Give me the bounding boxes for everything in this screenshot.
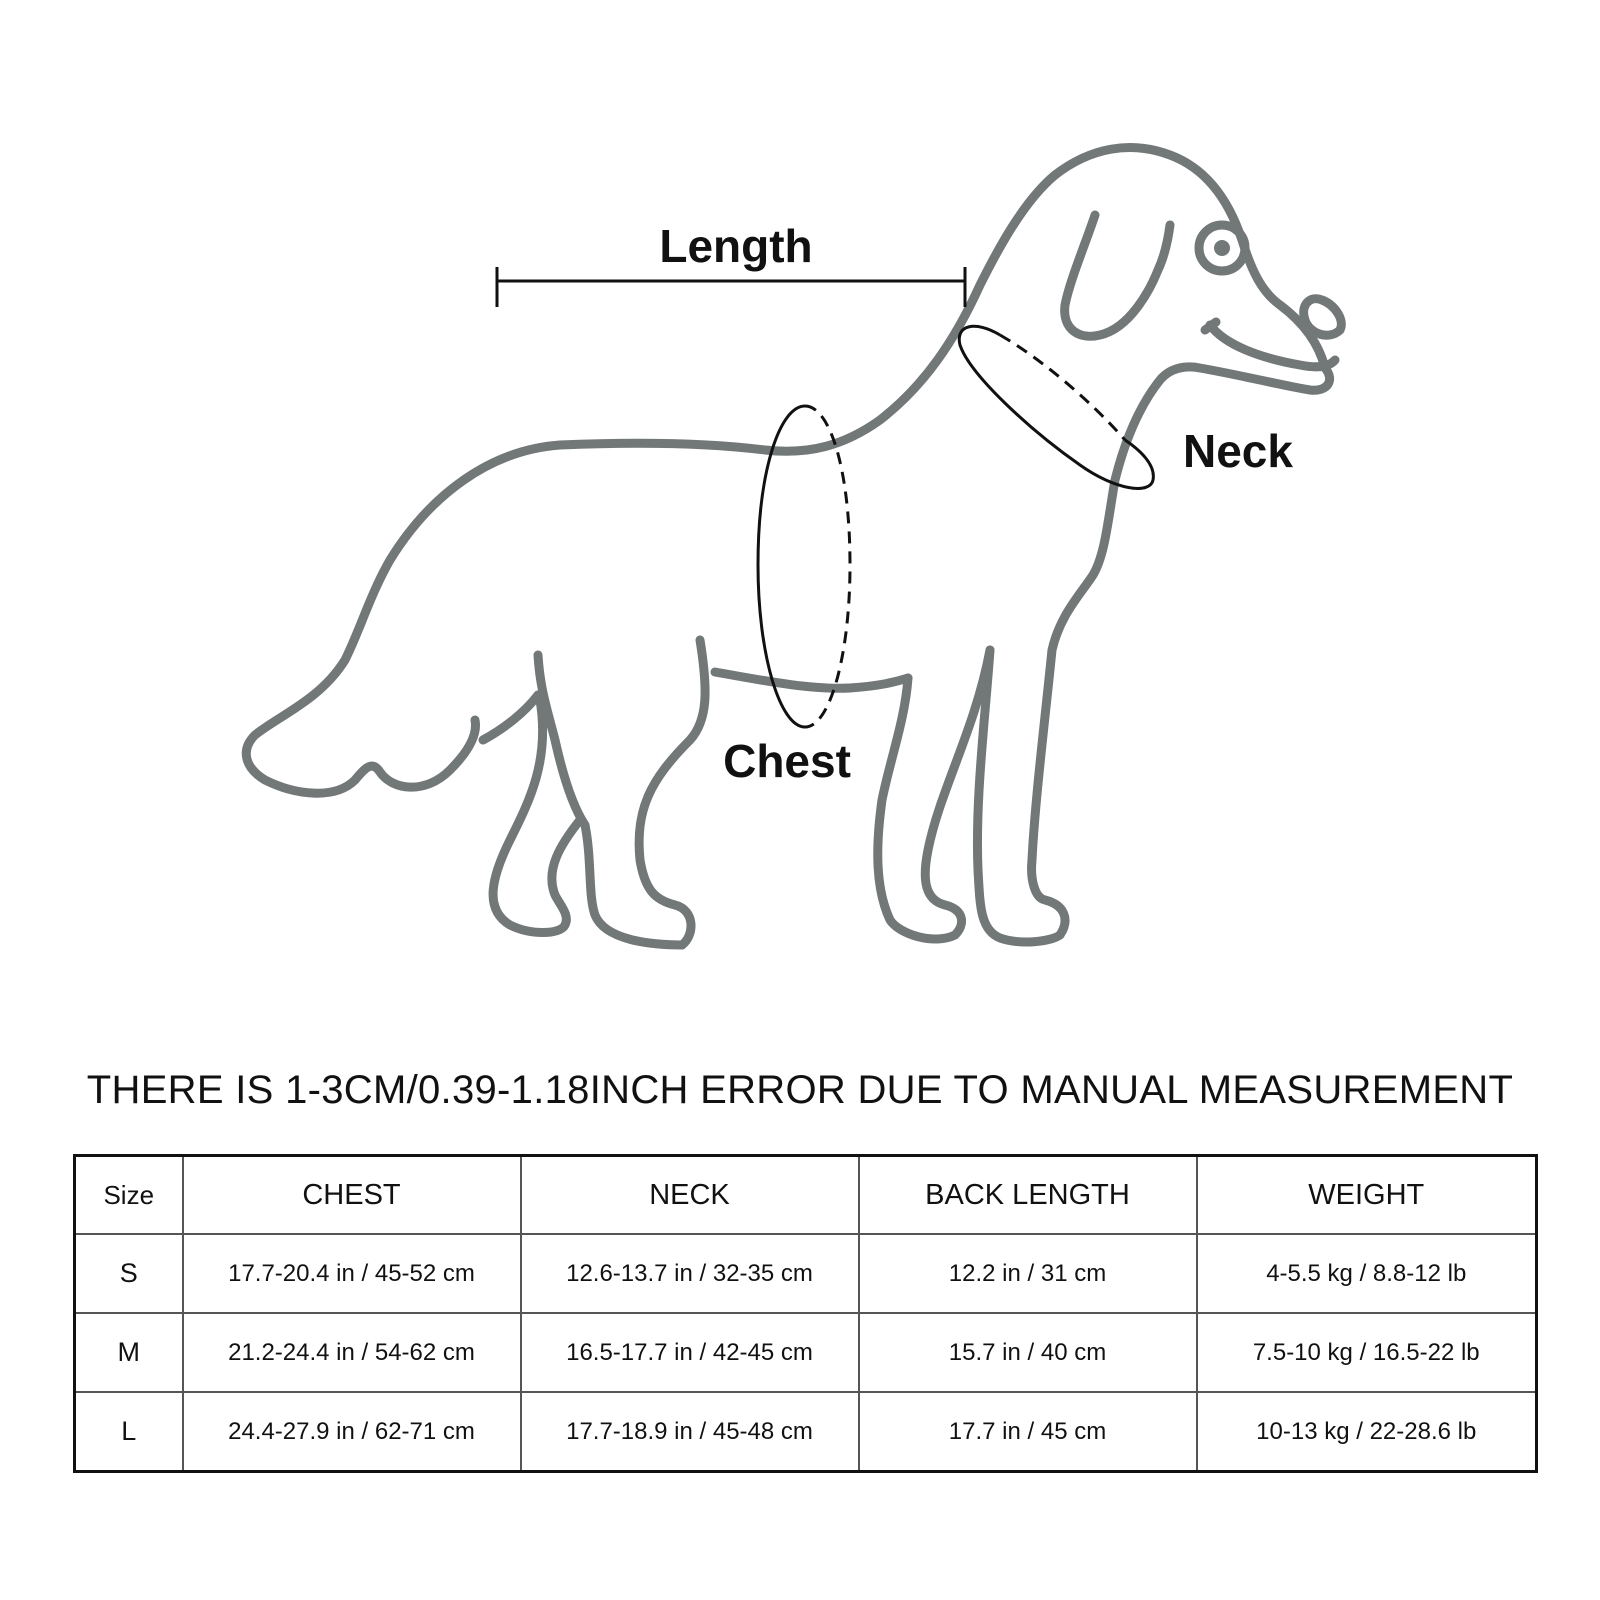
table-row: S 17.7-20.4 in / 45-52 cm 12.6-13.7 in /… — [73, 1233, 1538, 1314]
table-row: M 21.2-24.4 in / 54-62 cm 16.5-17.7 in /… — [73, 1312, 1538, 1393]
dog-front-leg — [873, 645, 995, 944]
dog-ear — [1060, 210, 1175, 341]
table-header-row: Size CHEST NECK BACK LENGTH WEIGHT — [73, 1154, 1538, 1235]
size-cell: L — [73, 1391, 184, 1473]
dog-eye — [1194, 220, 1250, 276]
weight-cell: 10-13 kg / 22-28.6 lb — [1195, 1391, 1538, 1473]
neck-cell: 16.5-17.7 in / 42-45 cm — [519, 1312, 860, 1393]
table-row: L 24.4-27.9 in / 62-71 cm 17.7-18.9 in /… — [73, 1391, 1538, 1473]
dog-mouth — [1205, 320, 1340, 372]
weight-cell: 7.5-10 kg / 16.5-22 lb — [1195, 1312, 1538, 1393]
back-length-cell: 12.2 in / 31 cm — [857, 1233, 1198, 1314]
measurement-error-notice: THERE IS 1-3CM/0.39-1.18INCH ERROR DUE T… — [86, 1068, 1514, 1112]
dog-back-line — [241, 143, 1330, 798]
dog-outline — [241, 143, 1346, 950]
dog-tail-curl — [478, 690, 543, 745]
dog-hind-leg-inner — [488, 695, 585, 937]
weight-cell: 4-5.5 kg / 8.8-12 lb — [1195, 1233, 1538, 1314]
neck-cell: 12.6-13.7 in / 32-35 cm — [519, 1233, 860, 1314]
neck-cell: 17.7-18.9 in / 45-48 cm — [519, 1391, 860, 1473]
neck-measure-ring — [957, 324, 1155, 490]
dog-mouth-corner — [1200, 317, 1221, 335]
header-chest: CHEST — [181, 1154, 522, 1235]
header-size: Size — [73, 1154, 184, 1235]
dog-front-leg-far — [972, 362, 1334, 947]
header-back-length: BACK LENGTH — [857, 1154, 1198, 1235]
length-indicator — [495, 267, 967, 307]
chest-cell: 21.2-24.4 in / 54-62 cm — [181, 1312, 522, 1393]
size-cell: S — [73, 1233, 184, 1314]
chest-cell: 24.4-27.9 in / 62-71 cm — [181, 1391, 522, 1473]
chest-measure-ring — [756, 404, 852, 729]
length-label: Length — [659, 220, 812, 272]
dog-nose — [1299, 294, 1346, 340]
dog-hind-leg — [533, 635, 710, 950]
chest-cell: 17.7-20.4 in / 45-52 cm — [181, 1233, 522, 1314]
header-neck: NECK — [519, 1154, 860, 1235]
dog-belly-line — [710, 667, 913, 693]
neck-label: Neck — [1183, 425, 1293, 477]
size-cell: M — [73, 1312, 184, 1393]
back-length-cell: 17.7 in / 45 cm — [857, 1391, 1198, 1473]
dog-measurement-diagram: Length Neck Chest — [241, 143, 1346, 950]
back-length-cell: 15.7 in / 40 cm — [857, 1312, 1198, 1393]
header-weight: WEIGHT — [1195, 1154, 1538, 1235]
size-chart-table: Size CHEST NECK BACK LENGTH WEIGHT S 17.… — [73, 1154, 1538, 1473]
chest-label: Chest — [723, 735, 851, 787]
